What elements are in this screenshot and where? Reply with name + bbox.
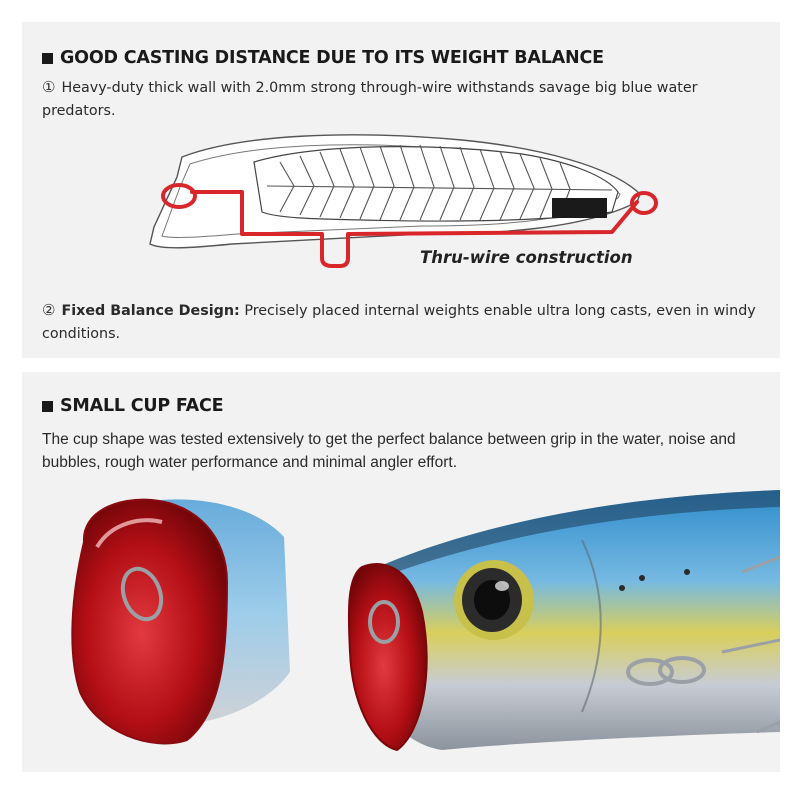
section-heading-cup: SMALL CUP FACE bbox=[42, 396, 224, 416]
point-two-bold: Fixed Balance Design: bbox=[61, 303, 240, 319]
casting-distance-panel: GOOD CASTING DISTANCE DUE TO ITS WEIGHT … bbox=[22, 22, 780, 358]
point-marker: ① bbox=[42, 78, 56, 96]
point-two-text: Precisely placed internal weights enable… bbox=[42, 303, 756, 342]
heading-text: GOOD CASTING DISTANCE DUE TO ITS WEIGHT … bbox=[60, 48, 604, 68]
point-one-text: Heavy-duty thick wall with 2.0mm strong … bbox=[42, 80, 698, 119]
lure-side-photo bbox=[347, 490, 780, 752]
point-two: ② Fixed Balance Design: Precisely placed … bbox=[42, 299, 758, 346]
section-heading-casting: GOOD CASTING DISTANCE DUE TO ITS WEIGHT … bbox=[42, 48, 604, 68]
diagram-caption: Thru-wire construction bbox=[420, 248, 633, 267]
point-marker: ② bbox=[42, 301, 56, 319]
square-bullet-icon bbox=[42, 400, 53, 412]
cup-description: The cup shape was tested extensively to … bbox=[42, 431, 736, 471]
small-cup-face-panel: SMALL CUP FACE The cup shape was tested … bbox=[22, 372, 780, 772]
heading-text: SMALL CUP FACE bbox=[60, 396, 224, 416]
lure-cup-face-photo bbox=[71, 490, 780, 752]
lure-cross-section-diagram bbox=[149, 134, 658, 268]
square-bullet-icon bbox=[42, 52, 53, 64]
